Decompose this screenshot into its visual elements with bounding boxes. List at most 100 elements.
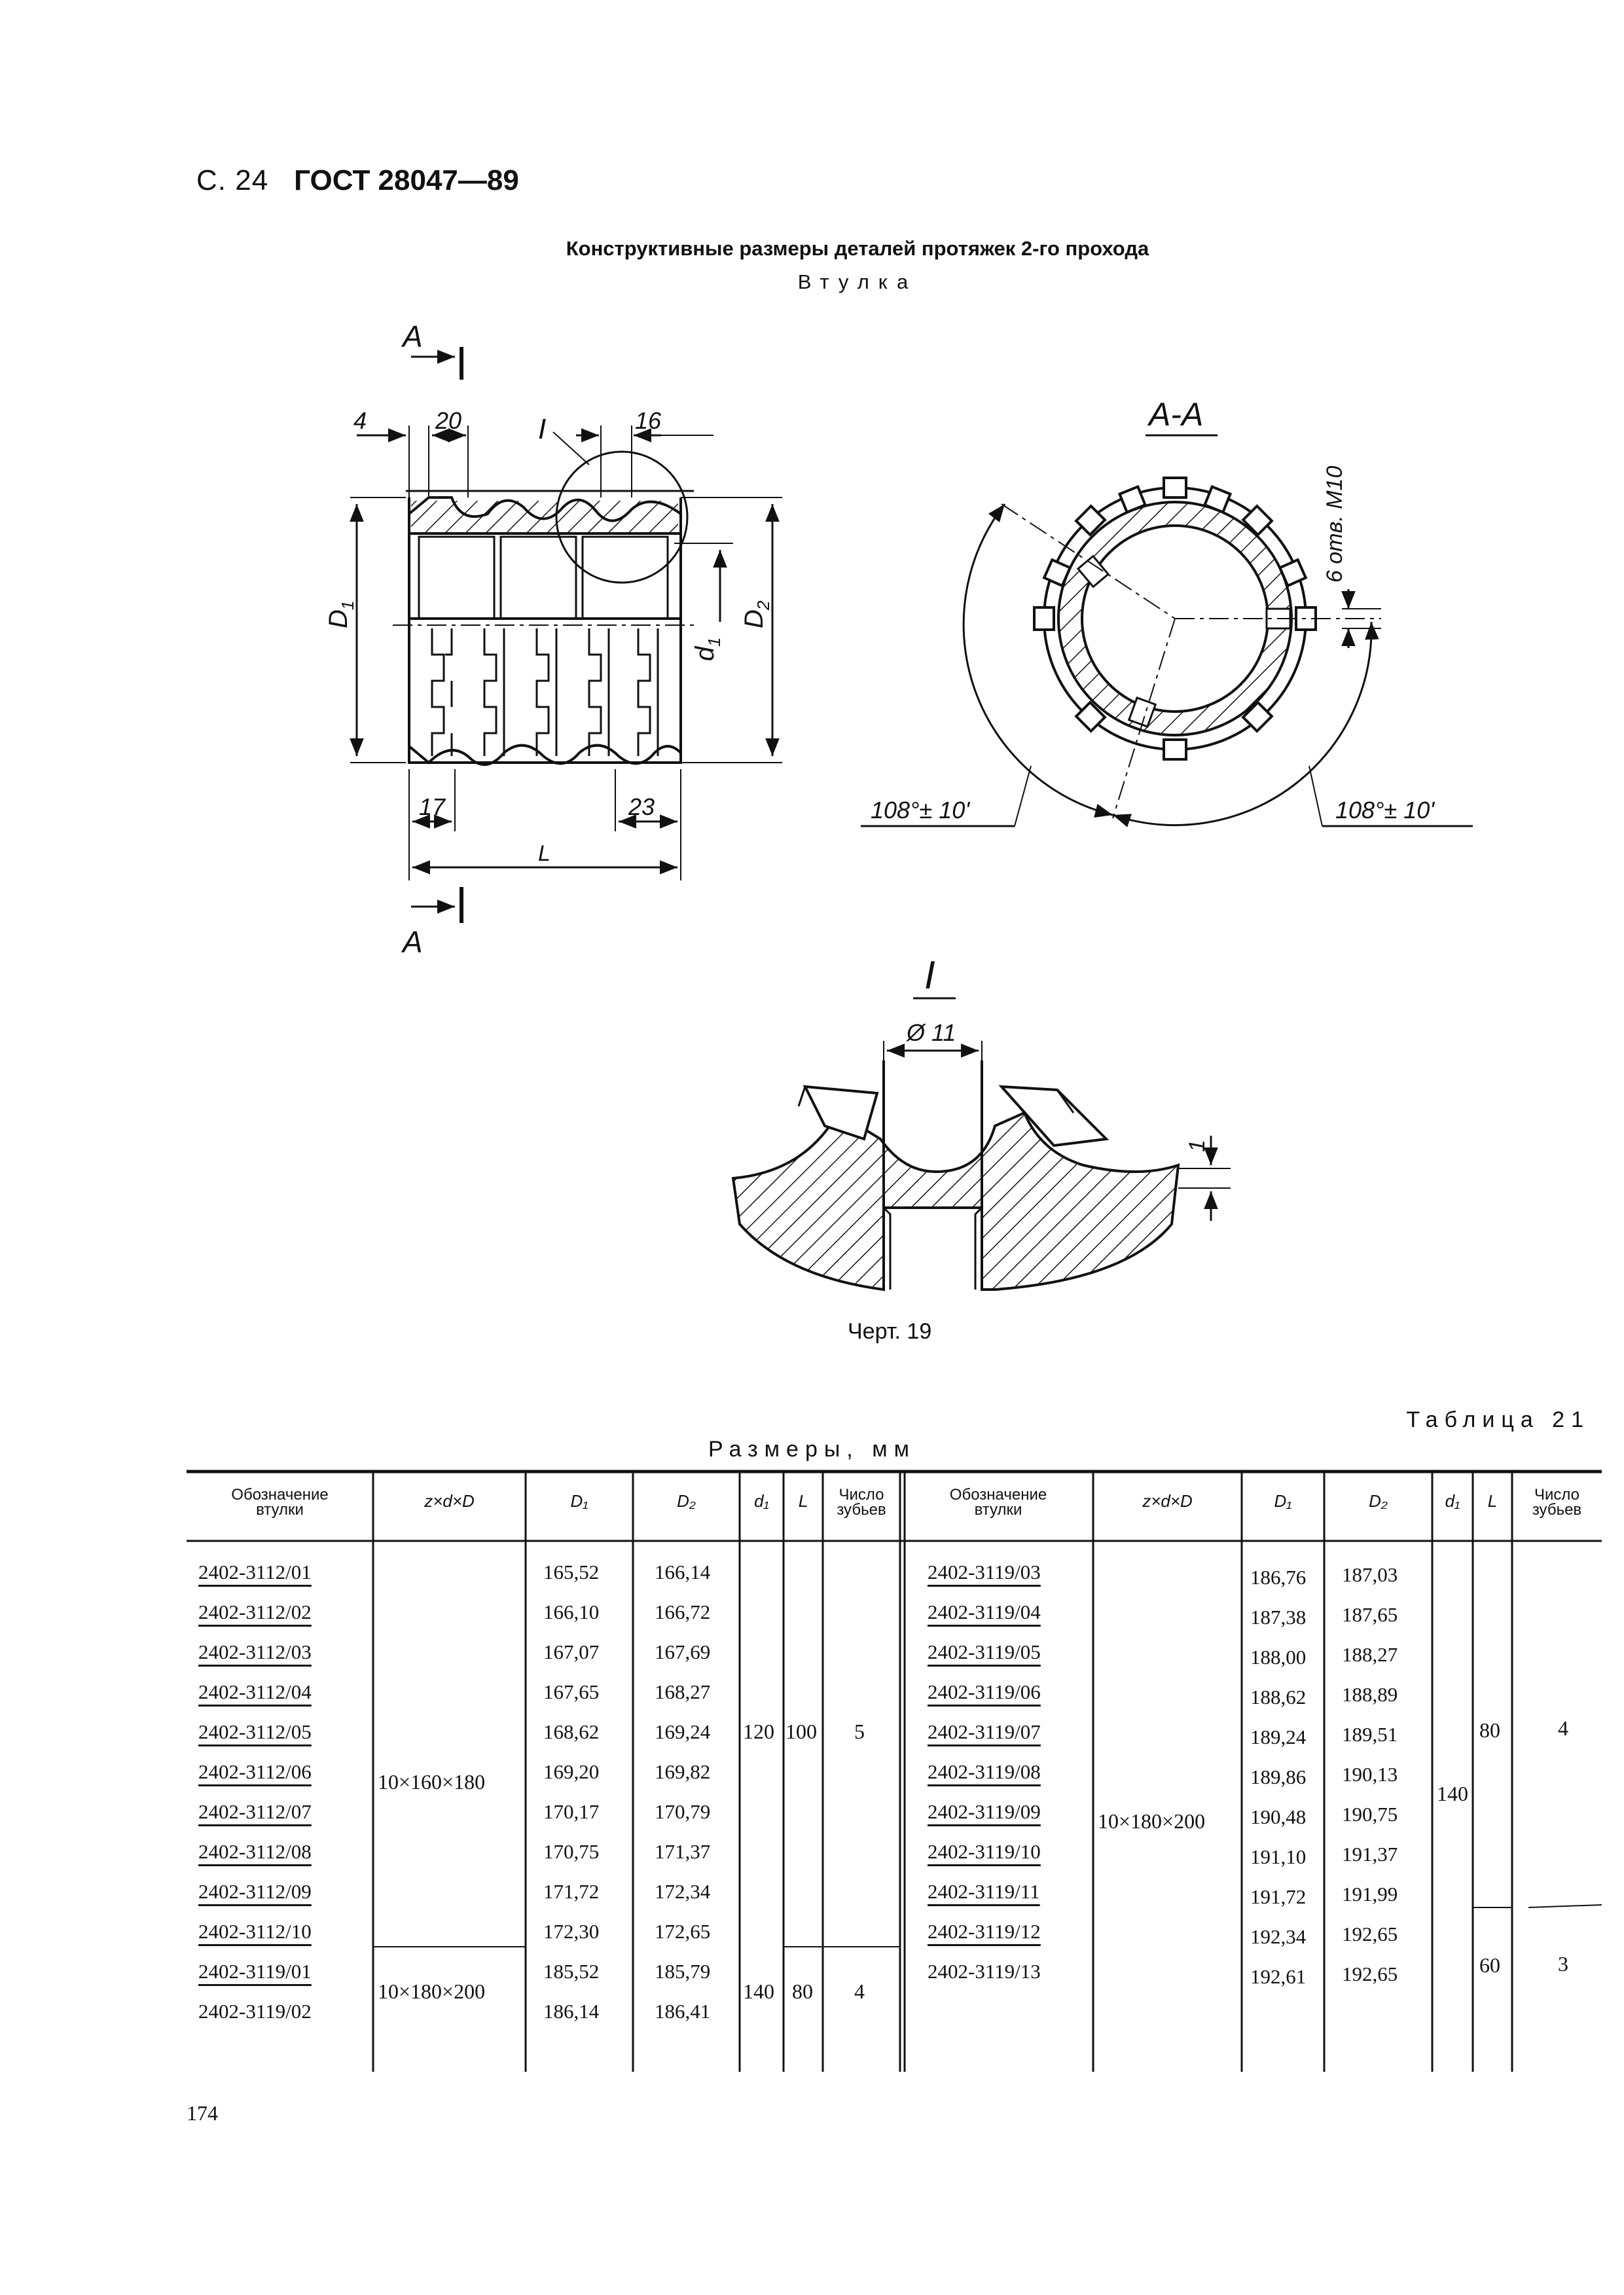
table-row-D2: 192,65 xyxy=(1342,1962,1398,1985)
detail-mark: I xyxy=(538,413,546,445)
table-row-D2: 191,99 xyxy=(1342,1883,1398,1906)
detail-view xyxy=(731,997,1231,1292)
table-row-D1: 169,20 xyxy=(543,1760,600,1783)
dim-D2: D xyxy=(740,609,768,628)
table-row-D2: 187,65 xyxy=(1342,1603,1398,1626)
table-row-D1: 192,61 xyxy=(1250,1965,1307,1988)
table-row-D2: 166,14 xyxy=(655,1561,711,1583)
table-row-D1: 190,48 xyxy=(1250,1805,1307,1828)
table-row-code: 2402-3119/06 xyxy=(928,1680,1041,1703)
table-row-code: 2402-3112/10 xyxy=(198,1920,312,1943)
table-row-D1: 166,10 xyxy=(543,1600,600,1623)
dim-D1-sub: 1 xyxy=(338,601,357,610)
table-row-code: 2402-3119/11 xyxy=(928,1880,1040,1903)
group-d1: 140 xyxy=(743,1979,774,2003)
drawing-title: Конструктивные размеры деталей протяжек … xyxy=(566,237,1149,260)
header-L-right: L xyxy=(1487,1491,1498,1511)
section-view xyxy=(861,434,1473,827)
table-row-D2: 186,41 xyxy=(655,2000,711,2023)
group-zdD: 10×160×180 xyxy=(378,1770,486,1794)
header-d1: d₁ xyxy=(754,1491,769,1511)
table-row-D1: 191,72 xyxy=(1250,1885,1307,1908)
angle-left: 108°± 10' xyxy=(871,797,970,823)
header-d1-right: d₁ xyxy=(1445,1491,1460,1511)
drawing-subtitle: Втулка xyxy=(797,270,918,293)
header-zdD-right: z×d×D xyxy=(1142,1491,1193,1511)
table-row-code: 2402-3112/04 xyxy=(198,1680,312,1703)
table-grid xyxy=(187,1470,1602,2072)
header-D2: D₂ xyxy=(677,1491,696,1511)
table-row-code: 2402-3119/10 xyxy=(928,1840,1041,1863)
header-zdD: z×d×D xyxy=(424,1491,475,1511)
table-row-D2: 191,37 xyxy=(1342,1843,1398,1866)
group-L-lower: 60 xyxy=(1479,1953,1500,1977)
table-row-D1: 165,52 xyxy=(543,1561,600,1583)
dim-L: L xyxy=(538,841,550,866)
table-row-code: 2402-3119/04 xyxy=(928,1600,1041,1623)
table-row-code: 2402-3119/03 xyxy=(928,1561,1041,1583)
table-row-code: 2402-3119/07 xyxy=(928,1720,1041,1743)
page-prefix: С. 24 xyxy=(196,164,269,196)
table-row-code: 2402-3119/08 xyxy=(928,1760,1041,1783)
table-row-code: 2402-3112/02 xyxy=(198,1600,312,1623)
section-mark-bottom: А xyxy=(401,925,423,959)
section-view-label: А-А xyxy=(1147,396,1203,433)
figure-caption: Черт. 19 xyxy=(848,1319,932,1344)
table-row-D1: 189,24 xyxy=(1250,1726,1307,1748)
dim-dia-11: Ø 11 xyxy=(906,1019,956,1046)
front-view xyxy=(350,347,782,923)
table-row-code: 2402-3112/08 xyxy=(198,1840,312,1863)
table-row-code: 2402-3112/06 xyxy=(198,1760,312,1783)
table-row-code: 2402-3119/01 xyxy=(198,1960,312,1983)
group-teeth-upper: 4 xyxy=(1558,1716,1568,1740)
table-row-code: 2402-3112/01 xyxy=(198,1561,312,1583)
table-row-D2: 185,79 xyxy=(655,1960,711,1983)
table-row-D1: 189,86 xyxy=(1250,1765,1307,1788)
dim-D2-sub: 2 xyxy=(753,600,773,611)
table-row-D2: 169,82 xyxy=(655,1760,711,1783)
group-d1: 120 xyxy=(743,1720,774,1743)
holes-note: 6 отв. М10 xyxy=(1322,466,1347,583)
table-row-D2: 188,27 xyxy=(1342,1643,1398,1666)
page-header: С. 24 ГОСТ 28047—89 xyxy=(196,164,519,197)
table-row-code: 2402-3119/12 xyxy=(928,1920,1041,1943)
table-row-code: 2402-3112/07 xyxy=(198,1800,312,1823)
table-row-code: 2402-3119/02 xyxy=(198,2000,312,2023)
table-row-code: 2402-3119/13 xyxy=(928,1960,1041,1983)
header-teeth: Число зубьев xyxy=(837,1486,886,1519)
table-row-D2: 189,51 xyxy=(1342,1723,1398,1746)
dim-23: 23 xyxy=(628,793,655,820)
table-row-code: 2402-3112/03 xyxy=(198,1640,312,1663)
table-row-D2: 192,65 xyxy=(1342,1923,1398,1945)
table-row-D2: 166,72 xyxy=(655,1600,711,1623)
table-row-D1: 185,52 xyxy=(543,1960,600,1983)
table-row-D2: 188,89 xyxy=(1342,1683,1398,1706)
header-D1: D₁ xyxy=(570,1491,588,1511)
table-row-D1: 186,14 xyxy=(543,2000,600,2023)
group-teeth-lower: 3 xyxy=(1558,1952,1568,1976)
group-zdD-right: 10×180×200 xyxy=(1098,1809,1206,1833)
table-row-D1: 167,07 xyxy=(543,1640,600,1663)
header-designation-right: Обозначение втулки xyxy=(949,1486,1047,1519)
header-designation: Обозначение втулки xyxy=(231,1486,329,1519)
dim-d1: d xyxy=(691,645,719,661)
dim-16: 16 xyxy=(635,407,662,434)
group-d1-right: 140 xyxy=(1437,1782,1468,1805)
header-L: L xyxy=(798,1491,808,1511)
table-row-code: 2402-3119/05 xyxy=(928,1640,1041,1663)
group-zdD: 10×180×200 xyxy=(378,1979,486,2003)
table-row-D1: 170,75 xyxy=(543,1840,600,1863)
table-row-D2: 172,34 xyxy=(655,1880,711,1903)
group-L-upper: 80 xyxy=(1479,1718,1500,1742)
group-L: 80 xyxy=(792,1979,813,2003)
table-row-D1: 191,10 xyxy=(1250,1845,1307,1868)
standard-number: ГОСТ 28047—89 xyxy=(294,164,519,196)
table-row-D1: 171,72 xyxy=(543,1880,600,1903)
section-mark-top: А xyxy=(401,319,423,353)
table-row-D2: 167,69 xyxy=(655,1640,711,1663)
table-row-D1: 192,34 xyxy=(1250,1925,1307,1948)
angle-right: 108°± 10' xyxy=(1335,797,1435,823)
dim-17: 17 xyxy=(419,793,446,820)
table-row-D1: 188,62 xyxy=(1250,1686,1307,1708)
dim-4: 4 xyxy=(353,407,367,434)
